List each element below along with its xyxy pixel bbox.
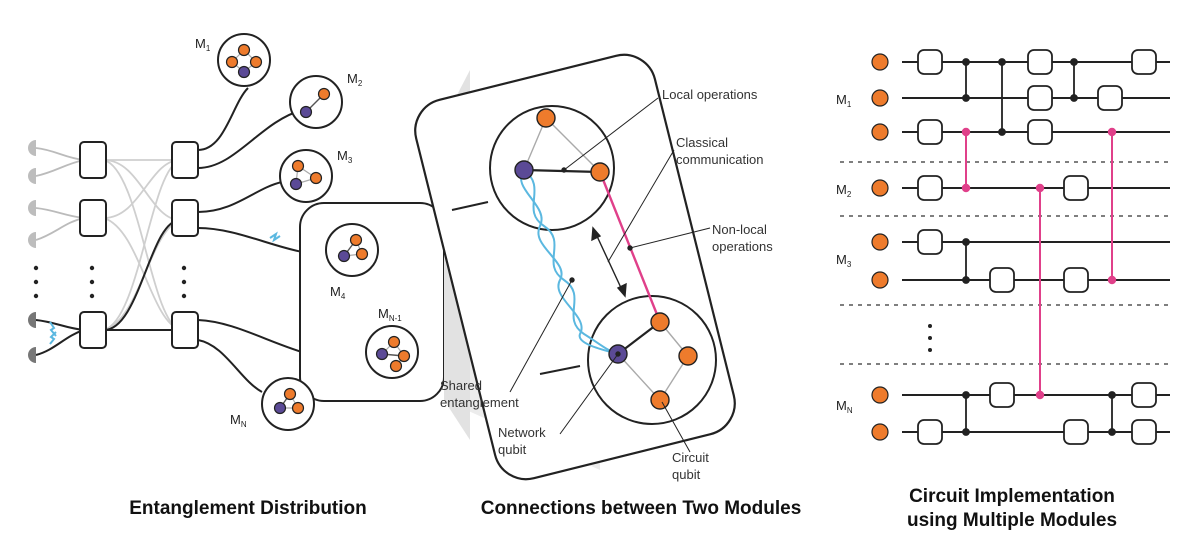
single-qubit-gates bbox=[917, 49, 1157, 445]
detector-icon bbox=[28, 347, 36, 363]
detector-icon bbox=[28, 200, 36, 216]
network-qubit bbox=[273, 401, 287, 415]
switch-boxes bbox=[79, 141, 199, 349]
circuit-qubit bbox=[871, 271, 889, 289]
routing-lines bbox=[103, 87, 365, 393]
module-label-m4: M4 bbox=[330, 284, 346, 301]
circuit-qubit bbox=[237, 43, 251, 57]
left-panel: M1 M2 M3 M4 MN-1 MN bbox=[28, 33, 445, 431]
ellipsis-dots bbox=[33, 265, 187, 299]
detectors bbox=[28, 140, 85, 363]
circuit-qubit bbox=[871, 89, 889, 107]
circuit-qubit bbox=[650, 390, 670, 410]
circuit-qubit bbox=[291, 159, 305, 173]
photon-spark-icon bbox=[49, 321, 57, 337]
circuit-qubit bbox=[871, 123, 889, 141]
detector-icon bbox=[28, 168, 36, 184]
circuit-qubit bbox=[225, 55, 239, 69]
detector-icon bbox=[28, 140, 36, 156]
module-label-m1: M1 bbox=[195, 36, 211, 53]
circuit-qubit bbox=[291, 401, 305, 415]
circuit-qubit bbox=[309, 171, 323, 185]
circuit-qubit bbox=[678, 346, 698, 366]
circuit-qubit bbox=[871, 386, 889, 404]
caption-connections-two-modules: Connections between Two Modules bbox=[481, 498, 802, 519]
photon-spark-icon bbox=[269, 231, 281, 243]
circuit-qubit bbox=[871, 233, 889, 251]
detector-icon bbox=[28, 232, 36, 248]
switch-box bbox=[171, 311, 199, 349]
network-qubit bbox=[289, 177, 303, 191]
module-m2 bbox=[289, 75, 343, 129]
circuit-qubit bbox=[871, 53, 889, 71]
switch-box bbox=[79, 141, 107, 179]
circuit-qubit bbox=[397, 349, 411, 363]
module-label-m3: M3 bbox=[337, 148, 353, 165]
network-qubit bbox=[299, 105, 313, 119]
right-panel: M1 M2 M3 MN bbox=[836, 49, 1170, 445]
module-a bbox=[489, 105, 615, 231]
input-qubits bbox=[871, 53, 889, 441]
photon-spark-icon bbox=[49, 331, 57, 345]
circuit-label-m1: M1 bbox=[836, 92, 852, 109]
circuit-label-m2: M2 bbox=[836, 182, 852, 199]
network-qubit bbox=[337, 249, 351, 263]
module-b bbox=[587, 295, 717, 425]
module-mn-1 bbox=[365, 325, 419, 379]
module-m1 bbox=[217, 33, 271, 87]
circuit-label-m3: M3 bbox=[836, 252, 852, 269]
circuit-qubit bbox=[355, 247, 369, 261]
circuit-ellipsis bbox=[928, 324, 932, 352]
network-qubit bbox=[237, 65, 251, 79]
module-m4 bbox=[325, 223, 379, 277]
module-label-m2: M2 bbox=[347, 71, 363, 88]
circuit-qubit bbox=[650, 312, 670, 332]
module-label-mn: MN bbox=[230, 412, 247, 429]
module-label-mn-1: MN-1 bbox=[378, 306, 402, 323]
switch-box bbox=[79, 311, 107, 349]
module-mn bbox=[261, 377, 315, 431]
circuit-qubit bbox=[871, 179, 889, 197]
switch-mesh bbox=[103, 159, 181, 331]
module-separators bbox=[840, 161, 1168, 365]
label-local-operations: Local operations bbox=[662, 87, 758, 102]
caption-entanglement-distribution: Entanglement Distribution bbox=[129, 498, 367, 519]
switch-box bbox=[171, 141, 199, 179]
circuit-qubit bbox=[590, 162, 610, 182]
circuit-qubit bbox=[249, 55, 263, 69]
circuit-qubit bbox=[349, 233, 363, 247]
network-qubit bbox=[375, 347, 389, 361]
module-m3 bbox=[279, 149, 333, 203]
circuit-qubit bbox=[387, 335, 401, 349]
circuit-qubit bbox=[871, 423, 889, 441]
switch-box bbox=[79, 199, 107, 237]
classical-communication-arrow bbox=[591, 226, 627, 298]
circuit-qubit bbox=[389, 359, 403, 373]
switch-box bbox=[171, 199, 199, 237]
local-two-qubit-gates bbox=[962, 58, 1116, 436]
detector-icon bbox=[28, 312, 36, 328]
circuit-qubit bbox=[317, 87, 331, 101]
circuit-qubit bbox=[283, 387, 297, 401]
network-qubit bbox=[514, 160, 534, 180]
nonlocal-gates bbox=[961, 127, 1117, 400]
circuit-qubit bbox=[536, 108, 556, 128]
shared-entanglement-link bbox=[520, 169, 619, 355]
circuit-label-mn: MN bbox=[836, 398, 853, 415]
